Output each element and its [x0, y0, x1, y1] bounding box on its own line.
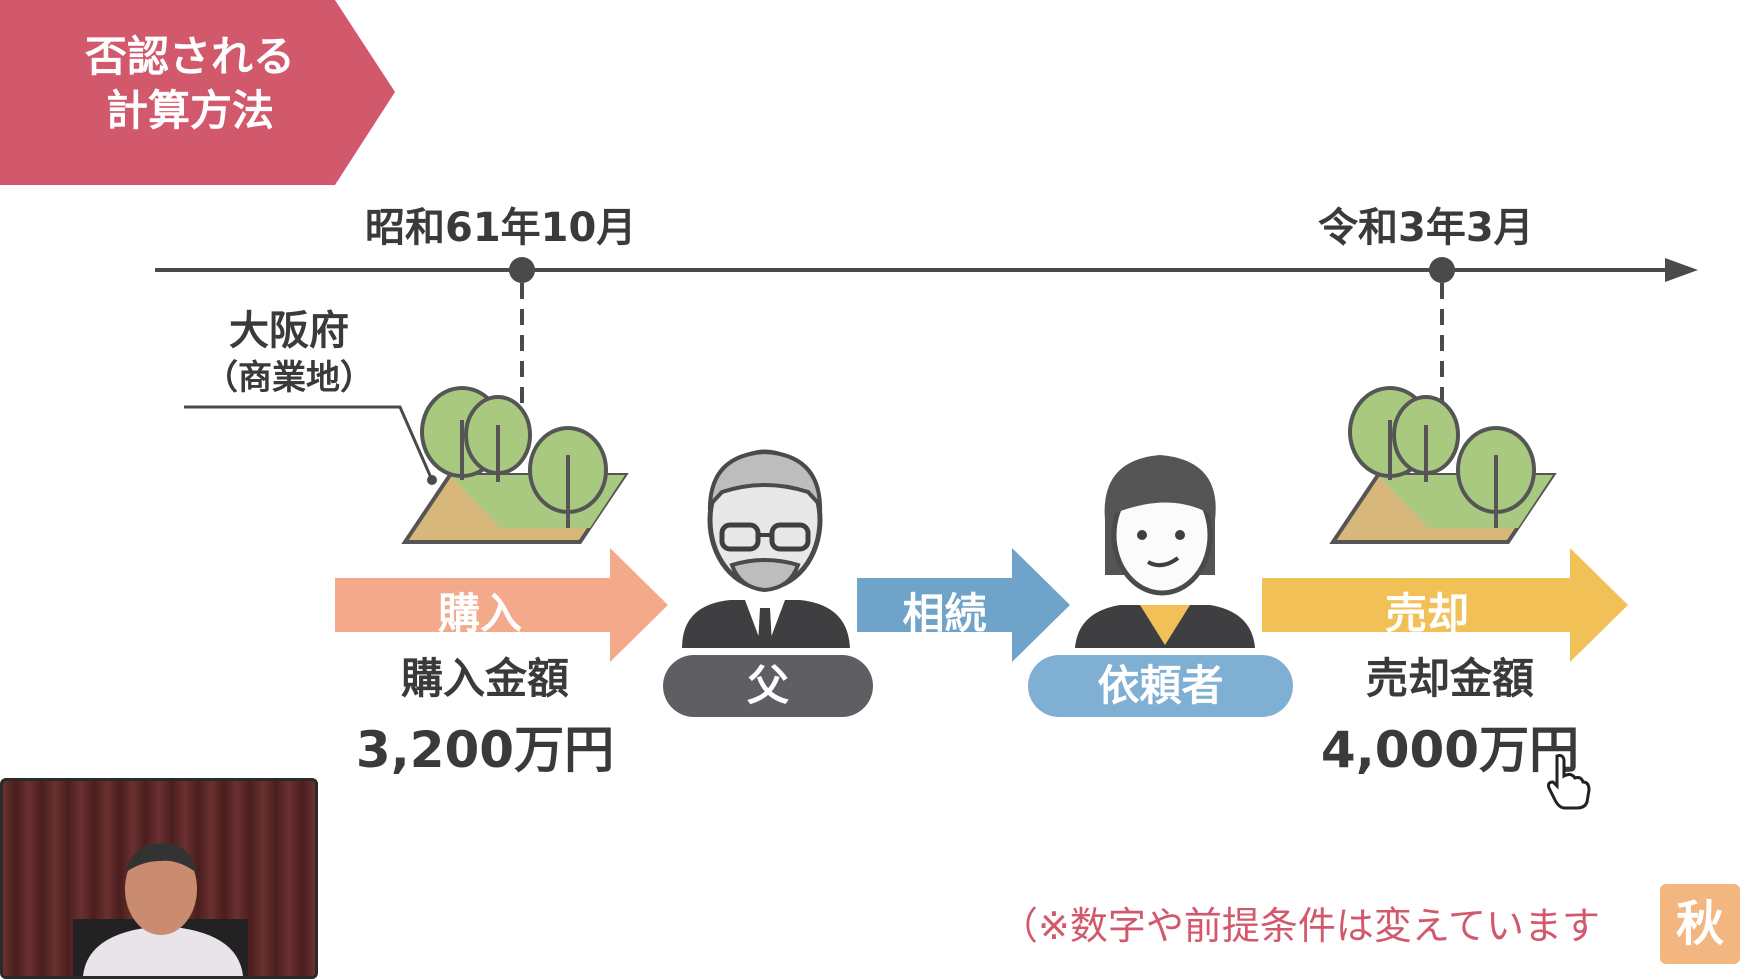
father-avatar-icon: [682, 449, 850, 648]
hand-cursor-icon: [1547, 754, 1591, 810]
timeline-end-date: 令和3年3月: [1318, 205, 1534, 251]
inheritance-arrow-label: 相続: [902, 589, 987, 638]
footnote: （※数字や前提条件は変えています: [1000, 904, 1600, 948]
purchase-arrow: [335, 548, 668, 662]
purchase-amount: 3,200万円: [355, 721, 615, 779]
purchase-caption: 購入金額: [400, 654, 569, 703]
inheritance-arrow: [857, 548, 1070, 662]
timeline-start-marker: [509, 257, 535, 283]
tree-icon: [1456, 426, 1536, 528]
sale-caption: 売却金額: [1365, 654, 1534, 703]
sale-amount: 4,000万円: [1320, 721, 1580, 779]
timeline-end-marker: [1429, 257, 1455, 283]
sale-arrow-label: 売却: [1384, 589, 1469, 638]
purchase-arrow-label: 購入: [437, 589, 522, 638]
banner-title-line2: 計算方法: [105, 86, 274, 135]
property-type: （商業地）: [204, 358, 374, 398]
tree-icon: [1392, 395, 1460, 482]
tree-icon: [464, 395, 532, 482]
channel-logo: 秋: [1660, 884, 1740, 964]
land-icon-left: [401, 386, 629, 544]
father-label: 父: [663, 655, 873, 717]
tree-icon: [528, 426, 608, 528]
banner-title-line1: 否認される: [84, 32, 295, 81]
client-avatar-icon: [1075, 455, 1255, 648]
title-banner: [0, 0, 395, 185]
property-location: 大阪府: [229, 308, 349, 354]
land-icon-right: [1329, 386, 1557, 544]
client-label: 依頼者: [1028, 655, 1293, 717]
timeline-arrowhead: [1665, 258, 1698, 282]
timeline-start-date: 昭和61年10月: [365, 205, 637, 251]
presenter-webcam: [0, 778, 318, 979]
sale-arrow: [1262, 548, 1628, 662]
